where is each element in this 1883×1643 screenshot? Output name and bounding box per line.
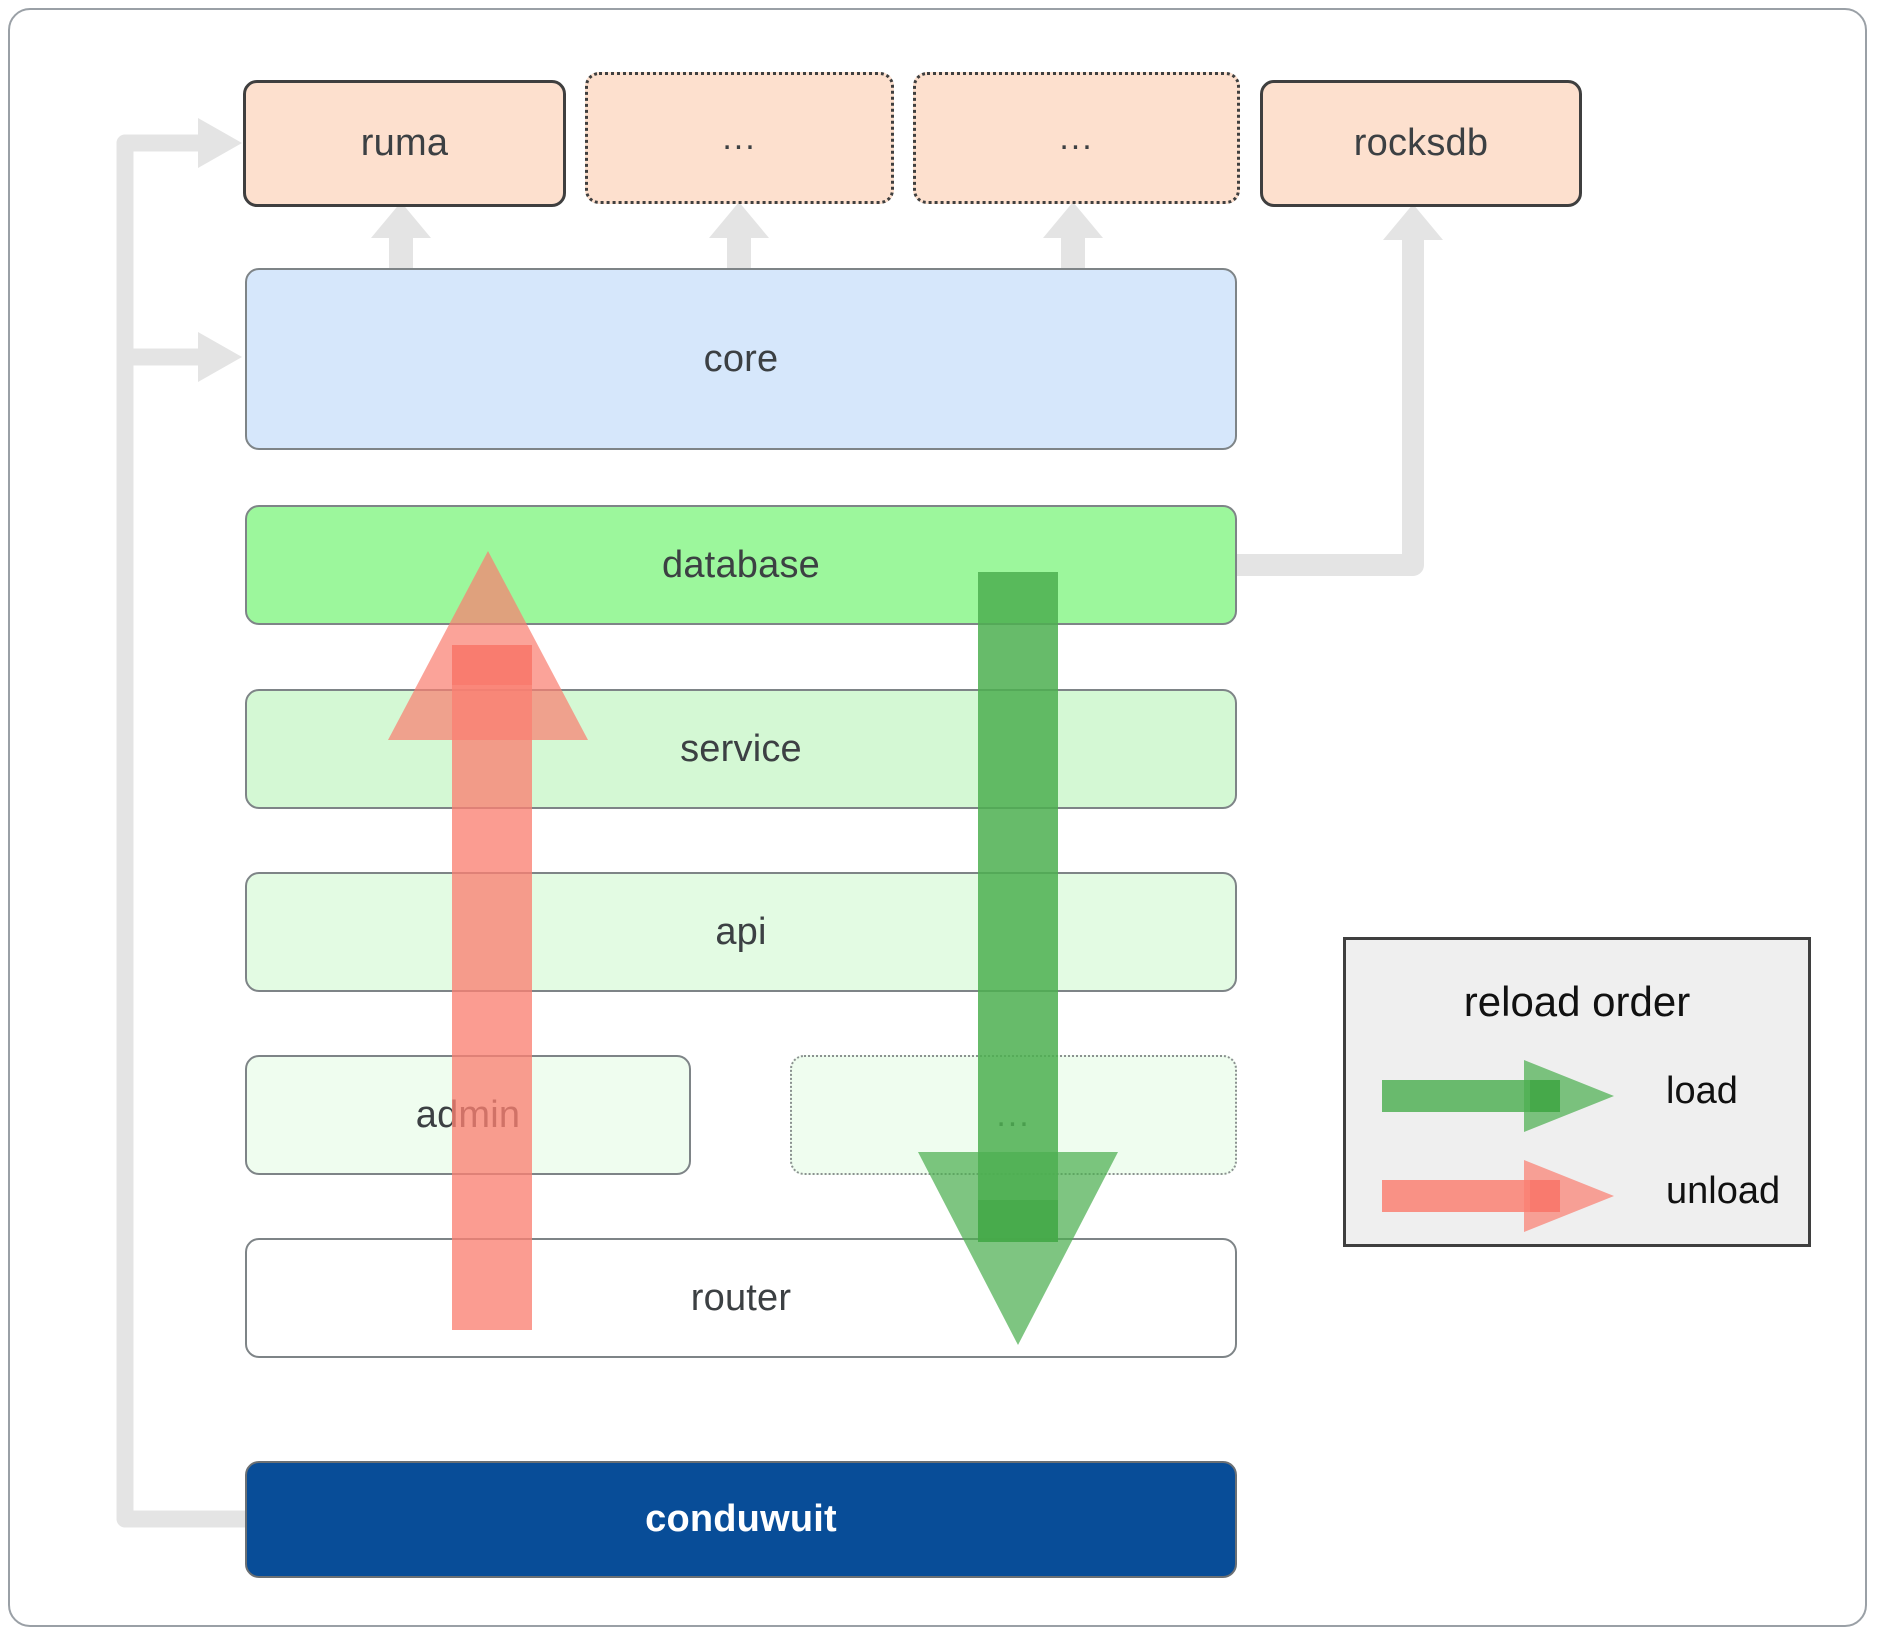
node-rocksdb-label: rocksdb bbox=[1353, 122, 1489, 164]
legend-title: reload order bbox=[1463, 978, 1691, 1025]
legend-arrow-unload bbox=[1382, 1160, 1614, 1232]
node-database[interactable]: database bbox=[245, 505, 1237, 625]
node-database-label: database bbox=[662, 543, 820, 586]
node-api[interactable]: api bbox=[245, 872, 1237, 992]
node-admin-label: admin bbox=[415, 1093, 521, 1136]
node-ext1-label: ... bbox=[722, 118, 757, 157]
node-conduwuit[interactable]: conduwuit bbox=[245, 1461, 1237, 1578]
node-ext1[interactable]: ... bbox=[585, 72, 894, 204]
node-core[interactable]: core bbox=[245, 268, 1237, 450]
node-core-label: core bbox=[703, 337, 779, 380]
node-ruma-label: ruma bbox=[360, 122, 449, 164]
legend-box: reload order load unload bbox=[1343, 937, 1811, 1247]
node-conduwuit-label: conduwuit bbox=[645, 1498, 837, 1540]
node-admin[interactable]: admin bbox=[245, 1055, 691, 1175]
node-rocksdb[interactable]: rocksdb bbox=[1260, 80, 1582, 207]
node-ruma[interactable]: ruma bbox=[243, 80, 566, 207]
legend-arrow-load bbox=[1382, 1060, 1614, 1132]
node-router-label: router bbox=[690, 1276, 792, 1319]
node-router[interactable]: router bbox=[245, 1238, 1237, 1358]
node-extra[interactable]: ... bbox=[790, 1055, 1237, 1175]
node-ext2-label: ... bbox=[1059, 118, 1094, 157]
legend-label-unload: unload bbox=[1666, 1170, 1781, 1212]
legend-label-load: load bbox=[1666, 1070, 1738, 1112]
diagram-frame bbox=[8, 8, 1867, 1627]
node-api-label: api bbox=[715, 910, 767, 953]
node-extra-label: ... bbox=[996, 1095, 1031, 1134]
node-ext2[interactable]: ... bbox=[913, 72, 1240, 204]
node-service-label: service bbox=[680, 727, 802, 770]
node-service[interactable]: service bbox=[245, 689, 1237, 809]
